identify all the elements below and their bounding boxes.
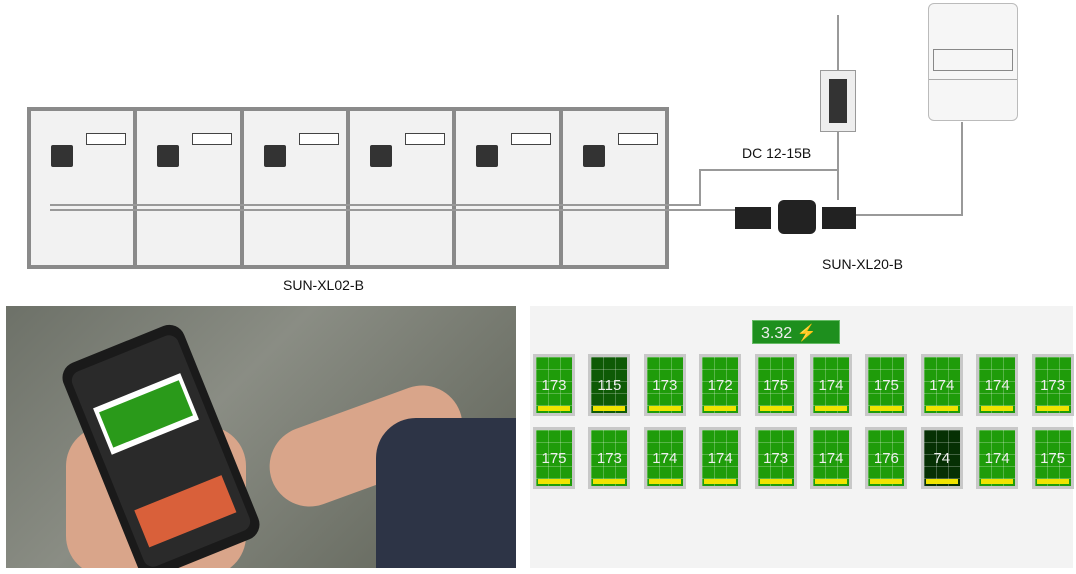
status-bar (759, 479, 792, 484)
status-bar (925, 406, 958, 411)
solar-panel (456, 111, 559, 265)
solar-panel (243, 111, 346, 265)
panel-tile[interactable]: 174 (920, 354, 963, 416)
panel-monitor-view: 3.32 ⚡ 173 115 173 172 175 174 175 174 174 173 175… (530, 306, 1074, 568)
status-bar (538, 406, 570, 411)
solar-panel-string (27, 107, 669, 269)
power-icon: ⚡ (796, 325, 817, 342)
panel-tile[interactable]: 176 (865, 427, 908, 489)
connector-left (735, 207, 771, 229)
connector-right (822, 207, 856, 229)
panel-tile[interactable]: 174 (699, 427, 742, 489)
optimizer-box (51, 145, 73, 167)
panel-power-value: 174 (652, 450, 678, 467)
combiner-hub (778, 200, 816, 234)
panel-tile[interactable]: 173 (1031, 354, 1074, 416)
status-bar (704, 479, 737, 484)
solar-panel (562, 111, 665, 265)
panel-tile[interactable]: 173 (643, 354, 686, 416)
phone-app-photo (6, 306, 516, 568)
solar-panel (349, 111, 453, 265)
status-bar (1036, 479, 1069, 484)
status-bar (1036, 406, 1069, 411)
socket (617, 133, 658, 145)
wiring-diagram (50, 15, 963, 234)
panel-power-value: 176 (873, 450, 899, 467)
status-bar (648, 479, 681, 484)
optimizer-box (582, 145, 605, 167)
status-bar (870, 406, 903, 411)
optimizer-label: SUN-XL02-B (283, 277, 364, 293)
panel-tile[interactable]: 74 (920, 427, 963, 489)
panel-power-value: 175 (763, 377, 789, 394)
optimizer-box (263, 145, 286, 167)
panel-power-value: 173 (652, 377, 678, 394)
panel-tile[interactable]: 174 (810, 354, 852, 416)
monitoring-gateway (820, 70, 856, 132)
socket (511, 133, 552, 145)
panel-tile[interactable]: 173 (533, 354, 575, 416)
panel-tile[interactable]: 172 (699, 354, 742, 416)
optimizer-box (369, 145, 392, 167)
solar-panel (137, 111, 240, 265)
panel-power-value: 175 (1040, 450, 1066, 467)
voltage-label: DC 12-15B (742, 145, 812, 161)
status-bar (593, 479, 626, 484)
panel-tile[interactable]: 174 (810, 427, 852, 489)
panel-power-value: 173 (763, 450, 789, 467)
panel-tile[interactable]: 173 (588, 427, 631, 489)
panel-power-value: 174 (818, 377, 844, 394)
panel-tile[interactable]: 174 (976, 354, 1019, 416)
panel-power-value: 174 (984, 377, 1010, 394)
status-bar (870, 479, 903, 484)
status-bar (981, 406, 1014, 411)
panel-power-value: 175 (873, 377, 899, 394)
panel-tile[interactable]: 174 (976, 427, 1019, 489)
status-bar (538, 479, 570, 484)
panel-tile[interactable]: 175 (533, 427, 575, 489)
status-bar (759, 406, 792, 411)
optimizer-box (476, 145, 499, 167)
socket (86, 133, 126, 145)
panel-tile[interactable]: 175 (754, 354, 797, 416)
status-bar (593, 406, 626, 411)
status-bar (981, 479, 1014, 484)
panel-power-value: 115 (597, 377, 622, 394)
socket (298, 133, 339, 145)
panel-power-value: 172 (707, 377, 733, 394)
panel-power-value: 174 (707, 450, 733, 467)
status-bar (648, 406, 681, 411)
panel-power-value: 173 (1040, 377, 1066, 394)
socket (404, 133, 445, 145)
panel-tile[interactable]: 175 (1031, 427, 1074, 489)
panel-tile[interactable]: 173 (754, 427, 797, 489)
status-bar (925, 479, 958, 484)
panel-power-value: 173 (541, 377, 567, 394)
solar-panel (31, 111, 134, 265)
panel-power-value: 174 (818, 450, 844, 467)
panel-power-value: 174 (929, 377, 955, 394)
panel-power-value: 174 (984, 450, 1010, 467)
socket (192, 133, 233, 145)
status-bar (704, 406, 737, 411)
optimizer-box (157, 145, 180, 167)
panel-power-value: 175 (541, 450, 567, 467)
panel-power-value: 74 (933, 450, 951, 467)
inverter (928, 3, 1018, 121)
panel-tile[interactable]: 115 (588, 354, 631, 416)
total-power-value: 3.32 (761, 325, 793, 342)
total-power-badge: 3.32 ⚡ (752, 320, 840, 344)
status-bar (815, 406, 847, 411)
combiner-label: SUN-XL20-B (822, 256, 903, 272)
panel-power-value: 173 (596, 450, 622, 467)
status-bar (815, 479, 847, 484)
panel-tile[interactable]: 174 (643, 427, 686, 489)
panel-tile[interactable]: 175 (865, 354, 908, 416)
